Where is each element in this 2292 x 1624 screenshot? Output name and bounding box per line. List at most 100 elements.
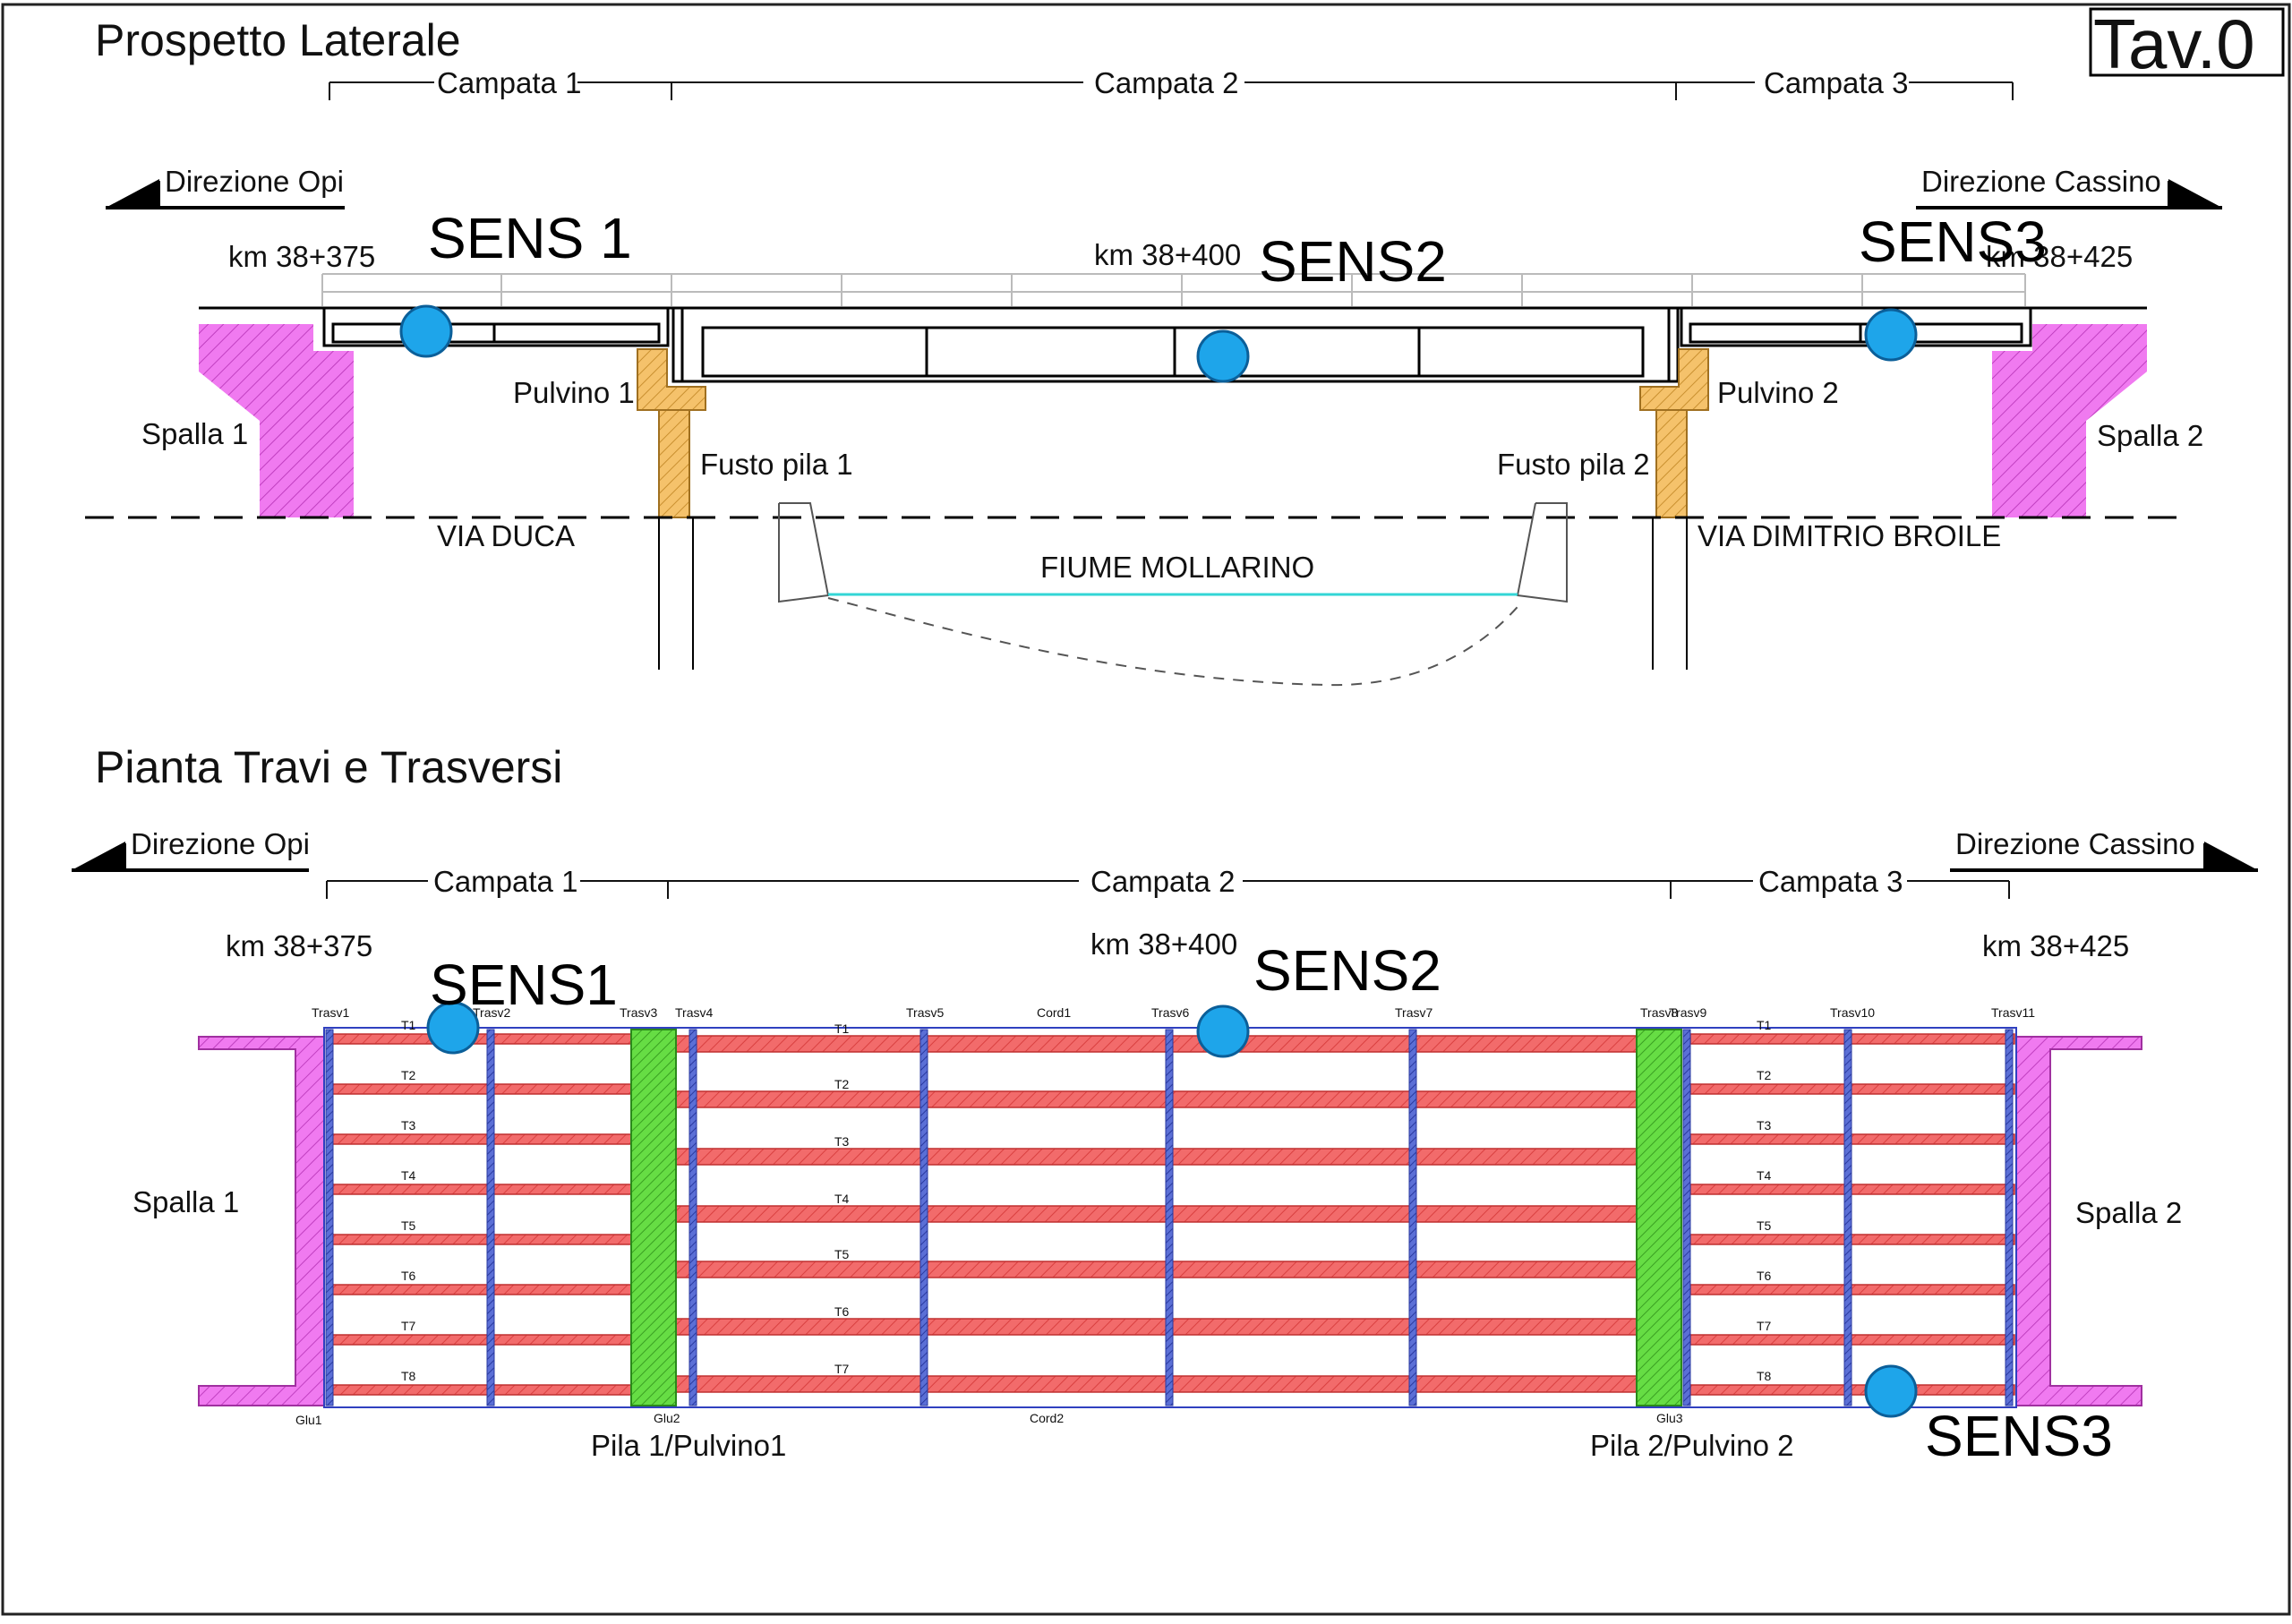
- plan-title: Pianta Travi e Trasversi: [95, 742, 562, 792]
- bottom-label: Glu1: [295, 1413, 322, 1427]
- span-label: Campata 3: [1758, 865, 1903, 898]
- beam-label: T6: [401, 1269, 416, 1283]
- beam-label: T5: [834, 1247, 850, 1261]
- crossbeam-label: Trasv6: [1151, 1005, 1189, 1020]
- crossbeam: [1843, 1029, 1852, 1406]
- beam-label: T7: [834, 1362, 850, 1376]
- km-label: km 38+400: [1094, 238, 1241, 271]
- crossbeam-label: Cord1: [1037, 1005, 1071, 1020]
- pier-label: Pila 2/Pulvino 2: [1590, 1429, 1793, 1462]
- pier-cap-1-plan: [630, 1029, 677, 1406]
- pier-2-elevation: [1639, 348, 1709, 670]
- span-label: Campata 2: [1094, 66, 1238, 99]
- pier-cap-label: Pulvino 1: [513, 376, 635, 409]
- direction-label: Direzione Cassino: [1955, 827, 2195, 860]
- crossbeam-label: Trasv11: [1991, 1005, 2035, 1020]
- sensor-marker: [1864, 308, 1918, 362]
- crossbeam-label: Trasv2: [473, 1005, 510, 1020]
- beam: [1689, 1133, 2015, 1145]
- elevation-view: Prospetto Laterale Campata 1 Campata 2 C…: [85, 15, 2222, 687]
- pier-1-elevation: [637, 348, 706, 670]
- abutment-label: Spalla 1: [133, 1185, 239, 1218]
- sensor-marker: [426, 1001, 480, 1055]
- km-label: km 38+425: [1982, 929, 2129, 962]
- beam: [1689, 1234, 2015, 1245]
- beam-label: T8: [401, 1369, 416, 1383]
- railing: [321, 273, 2026, 306]
- direction-label: Direzione Opi: [165, 165, 344, 198]
- beam-label: T4: [1757, 1168, 1772, 1183]
- crossbeam: [1165, 1029, 1174, 1406]
- plan-view: Pianta Travi e Trasversi Campata 1 Campa…: [72, 742, 2258, 1468]
- crossbeam-label: Trasv3: [620, 1005, 657, 1020]
- bottom-label: Glu3: [1656, 1411, 1683, 1425]
- beam-label: T7: [1757, 1319, 1772, 1333]
- deck-span-1: [322, 306, 670, 347]
- abutment-label: Spalla 2: [2097, 419, 2203, 452]
- abutment-label: Spalla 1: [141, 417, 248, 450]
- bottom-label: Cord2: [1030, 1411, 1064, 1425]
- river: [778, 502, 1568, 687]
- beam-label: T3: [834, 1134, 850, 1149]
- sensor-label: SENS3: [1859, 209, 2047, 274]
- beam-label: T6: [834, 1304, 850, 1319]
- pier-shaft-label: Fusto pila 2: [1497, 448, 1650, 481]
- span-label: Campata 1: [437, 66, 581, 99]
- span-dimension-line: [326, 880, 2010, 899]
- road-label: VIA DUCA: [437, 519, 575, 552]
- km-label: km 38+400: [1090, 927, 1237, 961]
- pier-cap-2-plan: [1636, 1029, 1682, 1406]
- beam-label: T1: [401, 1018, 416, 1032]
- crossbeam: [1682, 1029, 1691, 1406]
- direction-arrow-left: Direzione Opi: [106, 165, 345, 209]
- crossbeam-label: Trasv4: [675, 1005, 713, 1020]
- direction-label: Direzione Cassino: [1921, 165, 2161, 198]
- beam: [1689, 1083, 2015, 1095]
- sensor-label: SENS2: [1253, 938, 1441, 1003]
- abutment-2-elevation: [1992, 324, 2147, 517]
- beam: [1689, 1033, 2015, 1045]
- km-label: km 38+375: [228, 240, 375, 273]
- abutment-1-plan: [198, 1036, 325, 1406]
- direction-arrow-right: Direzione Cassino: [1950, 827, 2258, 872]
- pier-shaft-label: Fusto pila 1: [700, 448, 853, 481]
- sheet-label: Tav.0: [2089, 4, 2285, 83]
- sensor-marker: [1864, 1364, 1918, 1418]
- bottom-label: Glu2: [654, 1411, 680, 1425]
- beam-label: T1: [1757, 1018, 1772, 1032]
- beam: [1689, 1334, 2015, 1346]
- crossbeam-label: Trasv9: [1669, 1005, 1706, 1020]
- sensor-label: SENS1: [430, 953, 618, 1017]
- sensor-label: SENS 1: [428, 206, 632, 270]
- beam-label: T3: [1757, 1118, 1772, 1133]
- pier-label: Pila 1/Pulvino1: [591, 1429, 786, 1462]
- sensor-marker: [399, 304, 453, 358]
- beam-label: T4: [834, 1192, 850, 1206]
- abutment-1-elevation: [199, 324, 354, 517]
- sensor-marker: [1196, 1004, 1250, 1058]
- beam-label: T5: [1757, 1218, 1772, 1233]
- span-label: Campata 3: [1764, 66, 1908, 99]
- beam-label: T8: [1757, 1369, 1772, 1383]
- crossbeam: [919, 1029, 928, 1406]
- beam-label: T6: [1757, 1269, 1772, 1283]
- span-label: Campata 1: [433, 865, 577, 898]
- beam-label: T2: [834, 1077, 850, 1091]
- beam-label: T3: [401, 1118, 416, 1133]
- crossbeam-label: Trasv8: [1640, 1005, 1678, 1020]
- crossbeam: [486, 1029, 495, 1406]
- river-label: FIUME MOLLARINO: [1040, 551, 1314, 584]
- sensor-label: SENS2: [1259, 229, 1447, 294]
- road-label: VIA DIMITRIO BROILE: [1698, 519, 2001, 552]
- crossbeam: [688, 1029, 697, 1406]
- beam: [1689, 1184, 2015, 1195]
- deck-span-2: [671, 306, 1680, 383]
- beam-label: T1: [834, 1021, 850, 1036]
- km-label: km 38+425: [1986, 240, 2133, 273]
- crossbeam: [1408, 1029, 1417, 1406]
- deck-span-3: [1680, 306, 2032, 347]
- pier-cap-label: Pulvino 2: [1717, 376, 1839, 409]
